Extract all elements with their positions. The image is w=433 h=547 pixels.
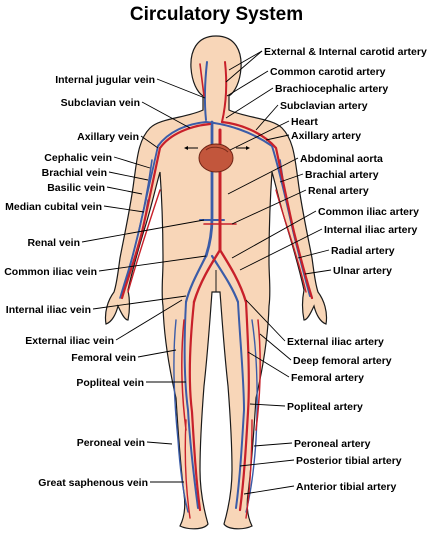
label-subclavian-vein: Subclavian vein xyxy=(61,97,140,109)
label-radial-artery: Radial artery xyxy=(331,245,395,257)
label-posterior-tibial-artery: Posterior tibial artery xyxy=(296,455,402,467)
diagram-title: Circulatory System xyxy=(129,4,304,25)
label-popliteal-artery: Popliteal artery xyxy=(287,401,363,413)
label-internal-jugular-vein: Internal jugular vein xyxy=(55,74,155,86)
label-brachial-vein: Brachial vein xyxy=(42,167,107,179)
label-abdominal-aorta: Abdominal aorta xyxy=(300,153,383,165)
arteries xyxy=(120,61,314,519)
label-internal-iliac-vein: Internal iliac vein xyxy=(6,304,91,316)
label-brachial-artery: Brachial artery xyxy=(305,169,379,181)
label-cephalic-vein: Cephalic vein xyxy=(44,152,112,164)
label-renal-vein: Renal vein xyxy=(27,237,80,249)
right-labels: External & Internal carotid artery Commo… xyxy=(264,46,427,493)
left-labels: Internal jugular vein Subclavian vein Ax… xyxy=(4,74,155,489)
label-femoral-vein: Femoral vein xyxy=(71,352,136,364)
label-brachiocephalic-artery: Brachiocephalic artery xyxy=(275,83,388,95)
label-internal-iliac-artery: Internal iliac artery xyxy=(324,224,418,236)
label-median-cubital-vein: Median cubital vein xyxy=(5,201,102,213)
label-heart: Heart xyxy=(291,116,318,128)
body-silhouette xyxy=(104,35,328,530)
label-common-carotid-artery: Common carotid artery xyxy=(270,66,386,78)
label-axillary-vein: Axillary vein xyxy=(77,131,139,143)
label-anterior-tibial-artery: Anterior tibial artery xyxy=(296,481,397,493)
label-ulnar-artery: Ulnar artery xyxy=(333,265,392,277)
label-renal-artery: Renal artery xyxy=(308,185,369,197)
label-deep-femoral-artery: Deep femoral artery xyxy=(293,355,392,367)
label-common-iliac-vein: Common iliac vein xyxy=(4,266,97,278)
label-femoral-artery: Femoral artery xyxy=(291,372,364,384)
heart xyxy=(184,143,250,173)
label-peroneal-vein: Peroneal vein xyxy=(77,437,145,449)
leader-lines-right xyxy=(225,50,332,495)
label-subclavian-artery: Subclavian artery xyxy=(280,100,368,112)
leader-lines-left xyxy=(81,78,207,483)
label-common-iliac-artery: Common iliac artery xyxy=(318,206,419,218)
label-popliteal-vein: Popliteal vein xyxy=(76,377,144,389)
label-basilic-vein: Basilic vein xyxy=(47,182,105,194)
label-great-saphenous-vein: Great saphenous vein xyxy=(38,477,148,489)
label-peroneal-artery: Peroneal artery xyxy=(294,438,371,450)
label-external-iliac-artery: External iliac artery xyxy=(287,336,384,348)
label-carotid-artery: External & Internal carotid artery xyxy=(264,46,427,58)
label-axillary-artery: Axillary artery xyxy=(291,130,361,142)
label-external-iliac-vein: External iliac vein xyxy=(25,335,114,347)
